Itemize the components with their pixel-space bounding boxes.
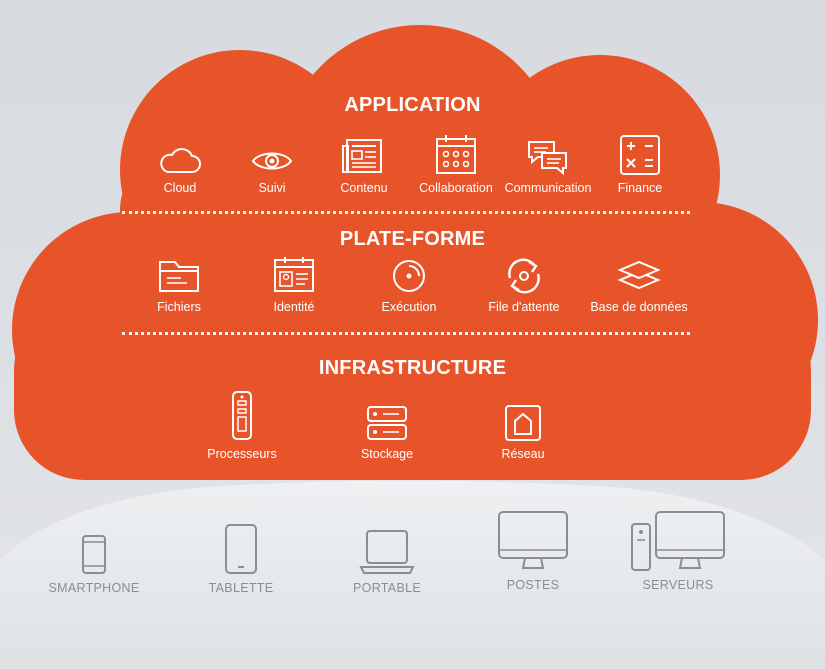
newspaper-icon <box>342 139 382 173</box>
infra-item-label: Réseau <box>501 447 545 461</box>
execution-icon <box>393 260 425 292</box>
app-item-finance: Finance <box>575 135 705 195</box>
sync-icon <box>508 258 540 294</box>
device-tablette: TABLETTE <box>171 524 311 595</box>
device-smartphone: SMARTPHONE <box>24 535 164 595</box>
separator-dotted <box>122 332 690 335</box>
device-label: TABLETTE <box>208 581 274 595</box>
infra-item-stockage: Stockage <box>322 405 452 461</box>
device-label: PORTABLE <box>353 581 421 595</box>
platform-item-fichiers: Fichiers <box>114 258 244 314</box>
platform-item-label: Base de données <box>590 300 688 314</box>
app-item-label: Finance <box>617 181 663 195</box>
monitor-icon <box>498 511 568 569</box>
app-item-label: Cloud <box>163 181 197 195</box>
app-item-label: Suivi <box>258 181 286 195</box>
platform-item-execution: Exécution <box>344 258 474 314</box>
id-card-icon <box>274 257 314 292</box>
calendar-icon <box>436 135 476 174</box>
app-item-label: Communication <box>504 181 592 195</box>
database-layers-icon <box>617 260 661 290</box>
app-item-label: Collaboration <box>419 181 493 195</box>
platform-item-label: Identité <box>273 300 315 314</box>
folder-icon <box>159 261 199 292</box>
device-serveurs: SERVEURS <box>608 510 748 592</box>
smartphone-icon <box>82 535 106 574</box>
device-label: POSTES <box>506 578 560 592</box>
app-item-label: Contenu <box>340 181 388 195</box>
infra-item-reseau: Réseau <box>458 405 588 461</box>
separator-dotted <box>122 211 690 214</box>
platform-item-label: Exécution <box>381 300 437 314</box>
infra-item-label: Processeurs <box>207 447 277 461</box>
platform-item-label: File d'attente <box>488 300 560 314</box>
device-postes: POSTES <box>463 510 603 592</box>
app-item-contenu: Contenu <box>299 137 429 195</box>
application-title: APPLICATION <box>344 94 481 116</box>
device-portable: PORTABLE <box>317 529 457 595</box>
chat-icon <box>528 141 567 175</box>
eye-icon <box>251 152 293 170</box>
app-item-cloud: Cloud <box>115 147 245 195</box>
cloud-icon <box>160 148 201 173</box>
infra-item-label: Stockage <box>360 447 414 461</box>
calculator-icon <box>620 135 660 175</box>
platform-item-label: Fichiers <box>157 300 201 314</box>
platform-item-base-donnees: Base de données <box>574 258 704 314</box>
infra-item-processeurs: Processeurs <box>177 391 307 461</box>
infrastructure-title: INFRASTRUCTURE <box>318 357 507 379</box>
app-item-collaboration: Collaboration <box>391 134 521 195</box>
network-icon <box>505 405 541 441</box>
platform-item-identite: Identité <box>229 256 359 314</box>
platform-item-file-attente: File d'attente <box>459 258 589 314</box>
device-label: SMARTPHONE <box>48 581 140 595</box>
processor-icon <box>232 391 252 440</box>
platform-title: PLATE-FORME <box>339 228 486 250</box>
storage-icon <box>367 406 407 440</box>
server-icon <box>631 511 725 571</box>
device-label: SERVEURS <box>642 578 714 592</box>
app-item-suivi: Suivi <box>207 147 337 195</box>
app-item-communication: Communication <box>483 139 613 195</box>
laptop-icon <box>359 530 415 574</box>
tablet-icon <box>225 524 257 574</box>
